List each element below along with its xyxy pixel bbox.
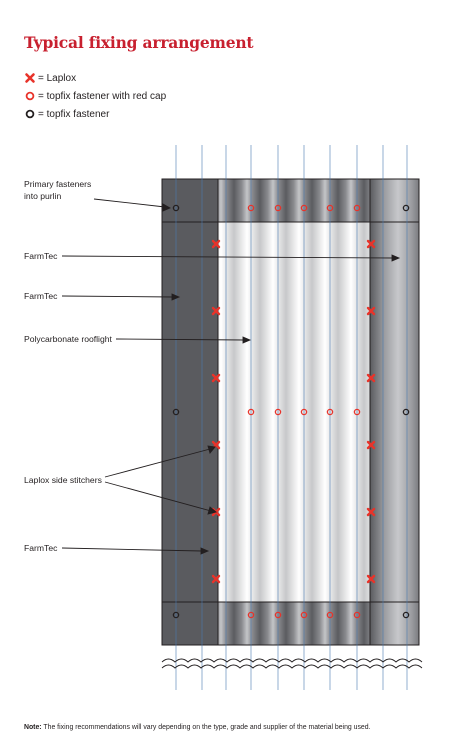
label-laplox-side-stitchers: Laplox side stitchers (24, 475, 102, 485)
footnote: Note: The fixing recommendations will va… (24, 724, 371, 731)
topfix-fastener (402, 408, 410, 416)
label-farmtec: FarmTec (24, 251, 58, 261)
topfix-red-cap-fastener (353, 204, 361, 212)
topfix-fastener (172, 611, 180, 619)
red-ring-icon (25, 91, 35, 101)
laplox-stitcher (366, 507, 376, 517)
topfix-red-cap-fastener (274, 611, 282, 619)
label-farmtec: FarmTec (24, 291, 58, 301)
note-label: Note: (24, 724, 42, 731)
left-farmtec-sheet (162, 179, 218, 645)
legend-label: = Laplox (38, 72, 77, 84)
laplox-stitcher (366, 440, 376, 450)
laplox-stitcher (211, 306, 221, 316)
topfix-fastener (172, 204, 180, 212)
topfix-red-cap-fastener (274, 204, 282, 212)
laplox-stitcher (366, 574, 376, 584)
polycarbonate-rooflight (218, 222, 370, 602)
black-ring-icon (25, 109, 35, 119)
cut-line (161, 658, 423, 669)
fastener-markers (172, 204, 410, 619)
topfix-red-cap-fastener (326, 611, 334, 619)
laplox-cross-icon (25, 73, 35, 83)
laplox-stitcher (366, 306, 376, 316)
note-text: The fixing recommendations will vary dep… (41, 724, 371, 731)
topfix-red-cap-fastener (300, 408, 308, 416)
laplox-stitcher (211, 574, 221, 584)
label-rooflight: Polycarbonate rooflight (24, 334, 113, 344)
legend-item-laplox: = Laplox (24, 71, 76, 85)
topfix-red-cap-fastener (274, 408, 282, 416)
legend-item-topfix: = topfix fastener (24, 107, 109, 121)
laplox-stitcher (366, 239, 376, 249)
page-title: Typical fixing arrangement (24, 33, 254, 52)
topfix-red-cap-fastener (247, 408, 255, 416)
legend-label: = topfix fastener with red cap (38, 90, 167, 102)
laplox-stitcher (211, 239, 221, 249)
topfix-red-cap-fastener (247, 204, 255, 212)
topfix-red-cap-fastener (326, 408, 334, 416)
laplox-stitcher (366, 373, 376, 383)
topfix-red-cap-fastener (353, 408, 361, 416)
topfix-red-cap-fastener (300, 204, 308, 212)
topfix-fastener (402, 611, 410, 619)
topfix-red-cap-fastener (326, 204, 334, 212)
topfix-fastener (402, 204, 410, 212)
topfix-red-cap-fastener (353, 611, 361, 619)
topfix-red-cap-fastener (300, 611, 308, 619)
label-into-purlin: into purlin (24, 191, 61, 201)
label-primary-fasteners: Primary fasteners (24, 179, 91, 189)
callouts (61, 198, 401, 555)
topfix-fastener (172, 408, 180, 416)
legend-item-topfix-red: = topfix fastener with red cap (24, 89, 166, 103)
label-farmtec: FarmTec (24, 543, 58, 553)
right-farmtec-sheet (370, 179, 419, 645)
legend-label: = topfix fastener (38, 108, 110, 120)
topfix-red-cap-fastener (247, 611, 255, 619)
rib-guide-lines (175, 145, 408, 690)
laplox-stitcher (211, 373, 221, 383)
